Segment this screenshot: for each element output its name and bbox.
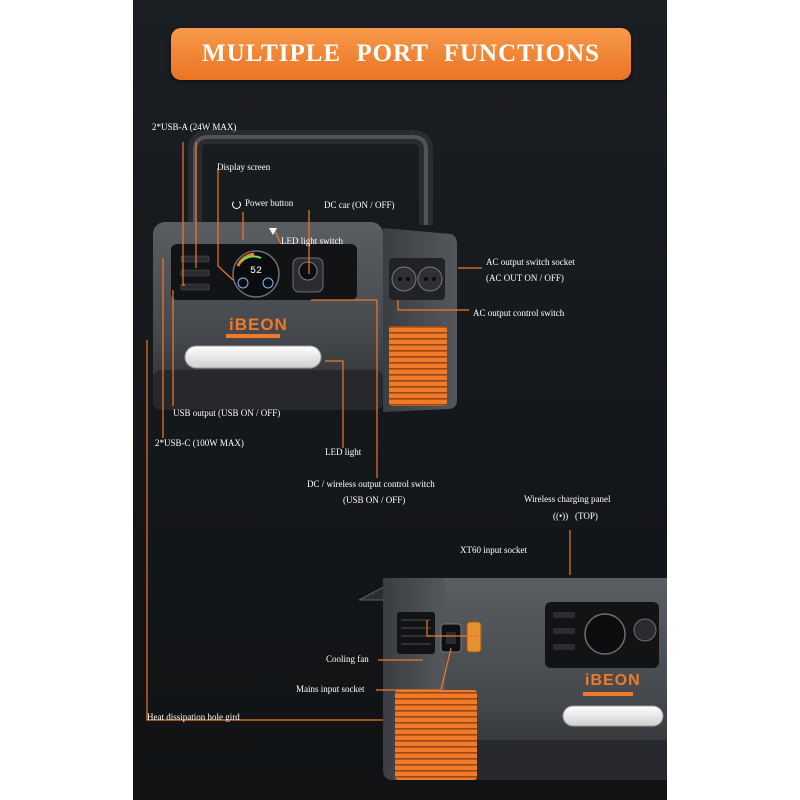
label-wireless-2: (TOP): [575, 511, 598, 521]
upper-leader-lines: [146, 142, 571, 721]
label-ac-control: AC output control switch: [473, 308, 565, 318]
label-usb-a: 2*USB-A (24W MAX): [152, 122, 237, 132]
lightbulb-icon: [269, 228, 277, 235]
label-xt60: XT60 input socket: [460, 545, 527, 555]
product-diagram: [146, 130, 667, 780]
title-banner: MULTIPLE PORT FUNCTIONS: [171, 28, 631, 80]
wireless-icon: ((•)): [553, 511, 569, 521]
page-title: MULTIPLE PORT FUNCTIONS: [202, 40, 600, 67]
display-readout: 52: [250, 266, 263, 277]
label-ac-onoff: (AC OUT ON / OFF): [486, 273, 564, 283]
power-station-rear: [358, 578, 667, 780]
brand-logo-front: iBEON: [229, 315, 288, 334]
brand-logo-rear: iBEON: [585, 672, 641, 689]
label-ac-socket: AC output switch socket: [486, 257, 575, 267]
label-usb-output: USB output (USB ON / OFF): [173, 408, 281, 418]
label-power-button: Power button: [245, 198, 294, 208]
label-dc-wireless-1: DC / wireless output control switch: [307, 479, 435, 489]
lower-leader-lines: [376, 620, 479, 691]
label-led-switch: LED light switch: [281, 236, 343, 246]
label-usb-c: 2*USB-C (100W MAX): [155, 438, 244, 448]
power-station-front: [153, 130, 457, 412]
label-dc-wireless-2: (USB ON / OFF): [343, 495, 406, 505]
label-display-screen: Display screen: [217, 162, 271, 172]
product-panel: MULTIPLE PORT FUNCTIONS: [133, 0, 667, 800]
label-cooling-fan: Cooling fan: [326, 654, 369, 664]
label-heat-dissipation: Heat dissipation hole gird: [147, 712, 240, 722]
power-icon: [232, 200, 241, 209]
label-mains-socket: Mains input socket: [296, 684, 365, 694]
label-led-light: LED light: [325, 447, 362, 457]
label-dc-car: DC car (ON / OFF): [324, 200, 395, 210]
label-wireless-1: Wireless charging panel: [524, 494, 611, 504]
